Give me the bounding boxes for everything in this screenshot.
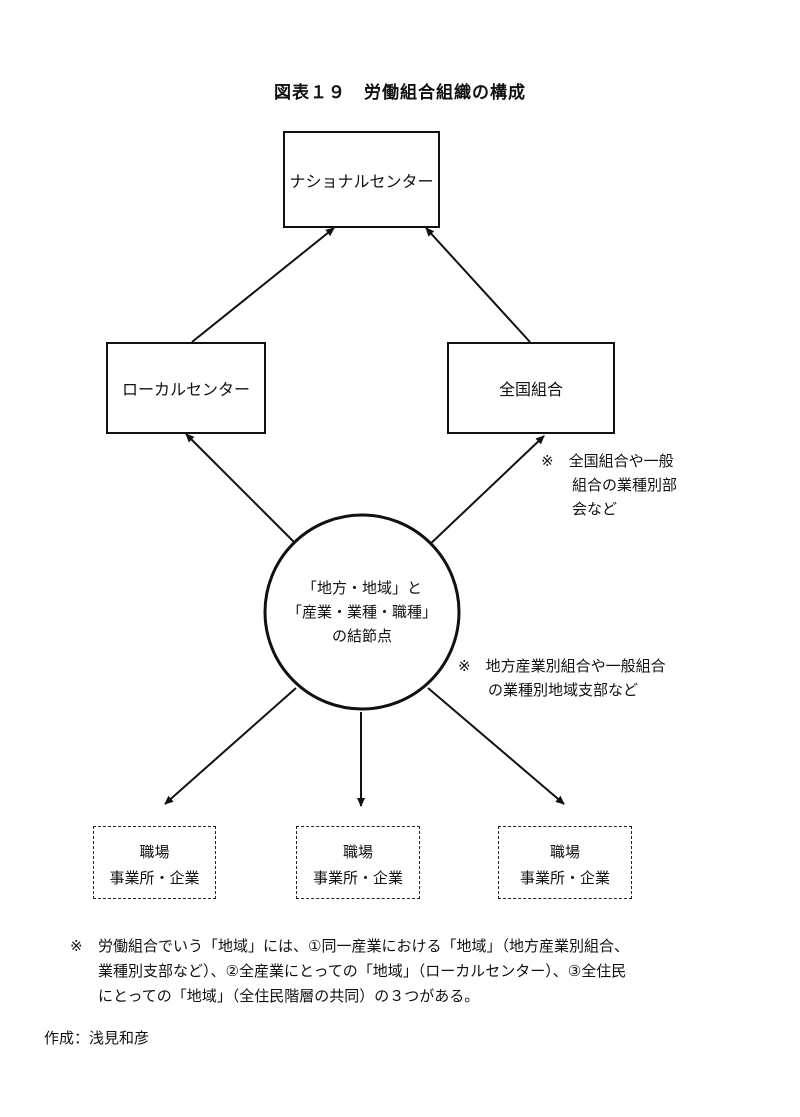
national-center-label: ナショナルセンター: [289, 171, 434, 191]
national-union-note: ※ 全国組合や一般 組合の業種別部 会など: [541, 449, 721, 521]
footnote-line-2: 業種別支部など）、②全産業にとっての「地域」（ローカルセンター）、③全住民: [98, 962, 627, 980]
junction-line-1: 「地方・地域」と: [301, 579, 422, 597]
workplace-left-line-2: 事業所・企業: [109, 869, 200, 887]
local-center-box: ローカルセンター: [106, 342, 266, 434]
national-union-note-line-2: 組合の業種別部: [572, 476, 678, 494]
arrow-local-to-national: [191, 227, 335, 343]
national-union-note-line-1: ※ 全国組合や一般: [541, 452, 674, 470]
workplace-box-right: 職場 事業所・企業: [498, 826, 632, 899]
arrow-junction-to-union: [425, 435, 545, 549]
national-union-note-line-3: 会など: [572, 500, 618, 518]
workplace-center-line-1: 職場: [342, 843, 373, 861]
national-union-box: 全国組合: [447, 342, 615, 434]
arrow-union-to-national: [425, 227, 531, 343]
arrow-junction-to-local: [185, 433, 301, 549]
figure-title: 図表１９ 労働組合組織の構成: [274, 83, 526, 103]
workplace-right-line-2: 事業所・企業: [519, 869, 610, 887]
junction-line-3: の結節点: [331, 627, 392, 645]
workplace-left-line-1: 職場: [139, 843, 170, 861]
footnote-line-1: 労働組合でいう「地域」には、①同一産業における「地域」（地方産業別組合、: [98, 937, 629, 955]
national-union-label: 全国組合: [498, 380, 563, 399]
footnote-mark: ※: [70, 937, 83, 955]
workplace-box-center: 職場 事業所・企業: [296, 826, 420, 899]
junction-circle: [263, 513, 461, 711]
credit: 作成：浅見和彦: [44, 1029, 150, 1047]
workplace-center-line-2: 事業所・企業: [312, 869, 403, 887]
workplace-box-left: 職場 事業所・企業: [93, 826, 216, 899]
junction-note-line-1: ※ 地方産業別組合や一般組合: [458, 657, 666, 675]
arrow-junction-to-workplace-left: [164, 687, 297, 805]
junction-note-line-2: の業種別地域支部など: [488, 681, 639, 699]
arrow-junction-to-workplace-right: [427, 687, 565, 805]
junction-line-2: 「産業・業種・職種」: [286, 603, 437, 621]
workplace-right-line-1: 職場: [549, 843, 580, 861]
footnote-line-3: にとっての「地域」（全住民階層の共同）の３つがある。: [98, 987, 480, 1005]
junction-label: 「地方・地域」と 「産業・業種・職種」 の結節点: [272, 576, 452, 648]
footnote-text: 労働組合でいう「地域」には、①同一産業における「地域」（地方産業別組合、 業種別…: [98, 934, 778, 1009]
junction-note: ※ 地方産業別組合や一般組合 の業種別地域支部など: [458, 654, 758, 702]
national-center-box: ナショナルセンター: [283, 131, 440, 228]
local-center-label: ローカルセンター: [121, 380, 250, 399]
